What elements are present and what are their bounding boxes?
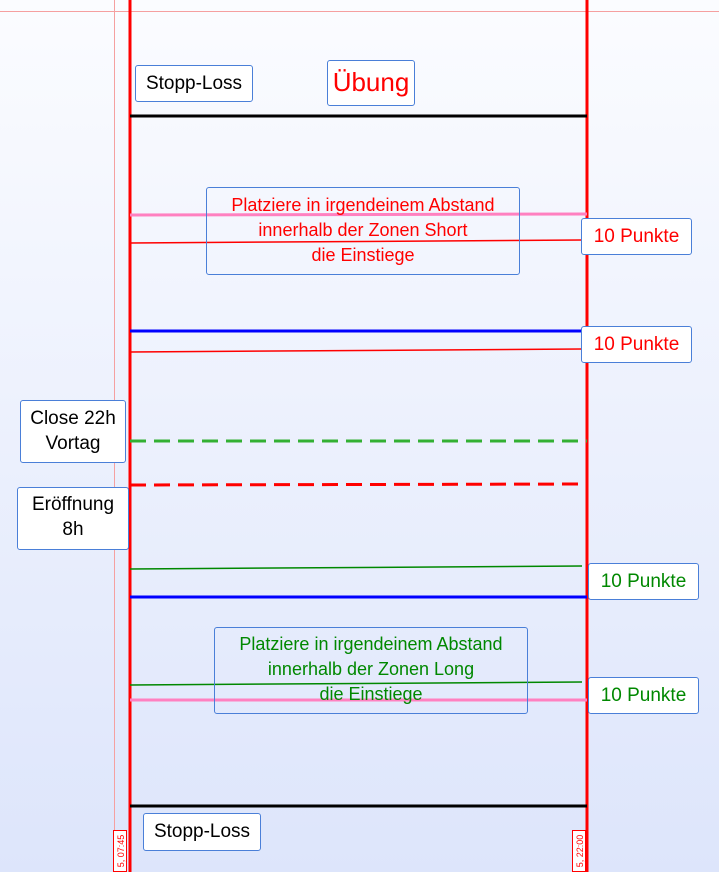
points-label-4[interactable]: 10 Punkte bbox=[588, 677, 699, 714]
title-label[interactable]: Übung bbox=[327, 60, 415, 106]
close-label[interactable]: Close 22h Vortag bbox=[20, 400, 126, 463]
short-entry-line-2[interactable] bbox=[129, 348, 583, 353]
open-8h-line[interactable] bbox=[129, 482, 588, 487]
points-label-3[interactable]: 10 Punkte bbox=[588, 563, 699, 600]
time-start-label: 5, 07:45 bbox=[113, 830, 127, 872]
long-note[interactable]: Platziere in irgendeinem Abstand innerha… bbox=[214, 627, 528, 714]
open-label[interactable]: Eröffnung 8h bbox=[17, 487, 129, 550]
time-end-label: 5, 22:00 bbox=[572, 830, 586, 872]
stop-loss-bottom-label[interactable]: Stopp-Loss bbox=[143, 813, 261, 851]
short-note[interactable]: Platziere in irgendeinem Abstand innerha… bbox=[206, 187, 520, 275]
stop-loss-top-label[interactable]: Stopp-Loss bbox=[135, 65, 253, 102]
points-label-2[interactable]: 10 Punkte bbox=[581, 326, 692, 363]
long-entry-line-2[interactable] bbox=[129, 681, 583, 686]
long-entry-line-1[interactable] bbox=[129, 565, 583, 570]
points-label-1[interactable]: 10 Punkte bbox=[581, 218, 692, 255]
time-start-text: 5, 07:45 bbox=[116, 834, 126, 868]
short-entry-line-1[interactable] bbox=[129, 239, 583, 244]
time-end-text: 5, 22:00 bbox=[575, 834, 585, 868]
